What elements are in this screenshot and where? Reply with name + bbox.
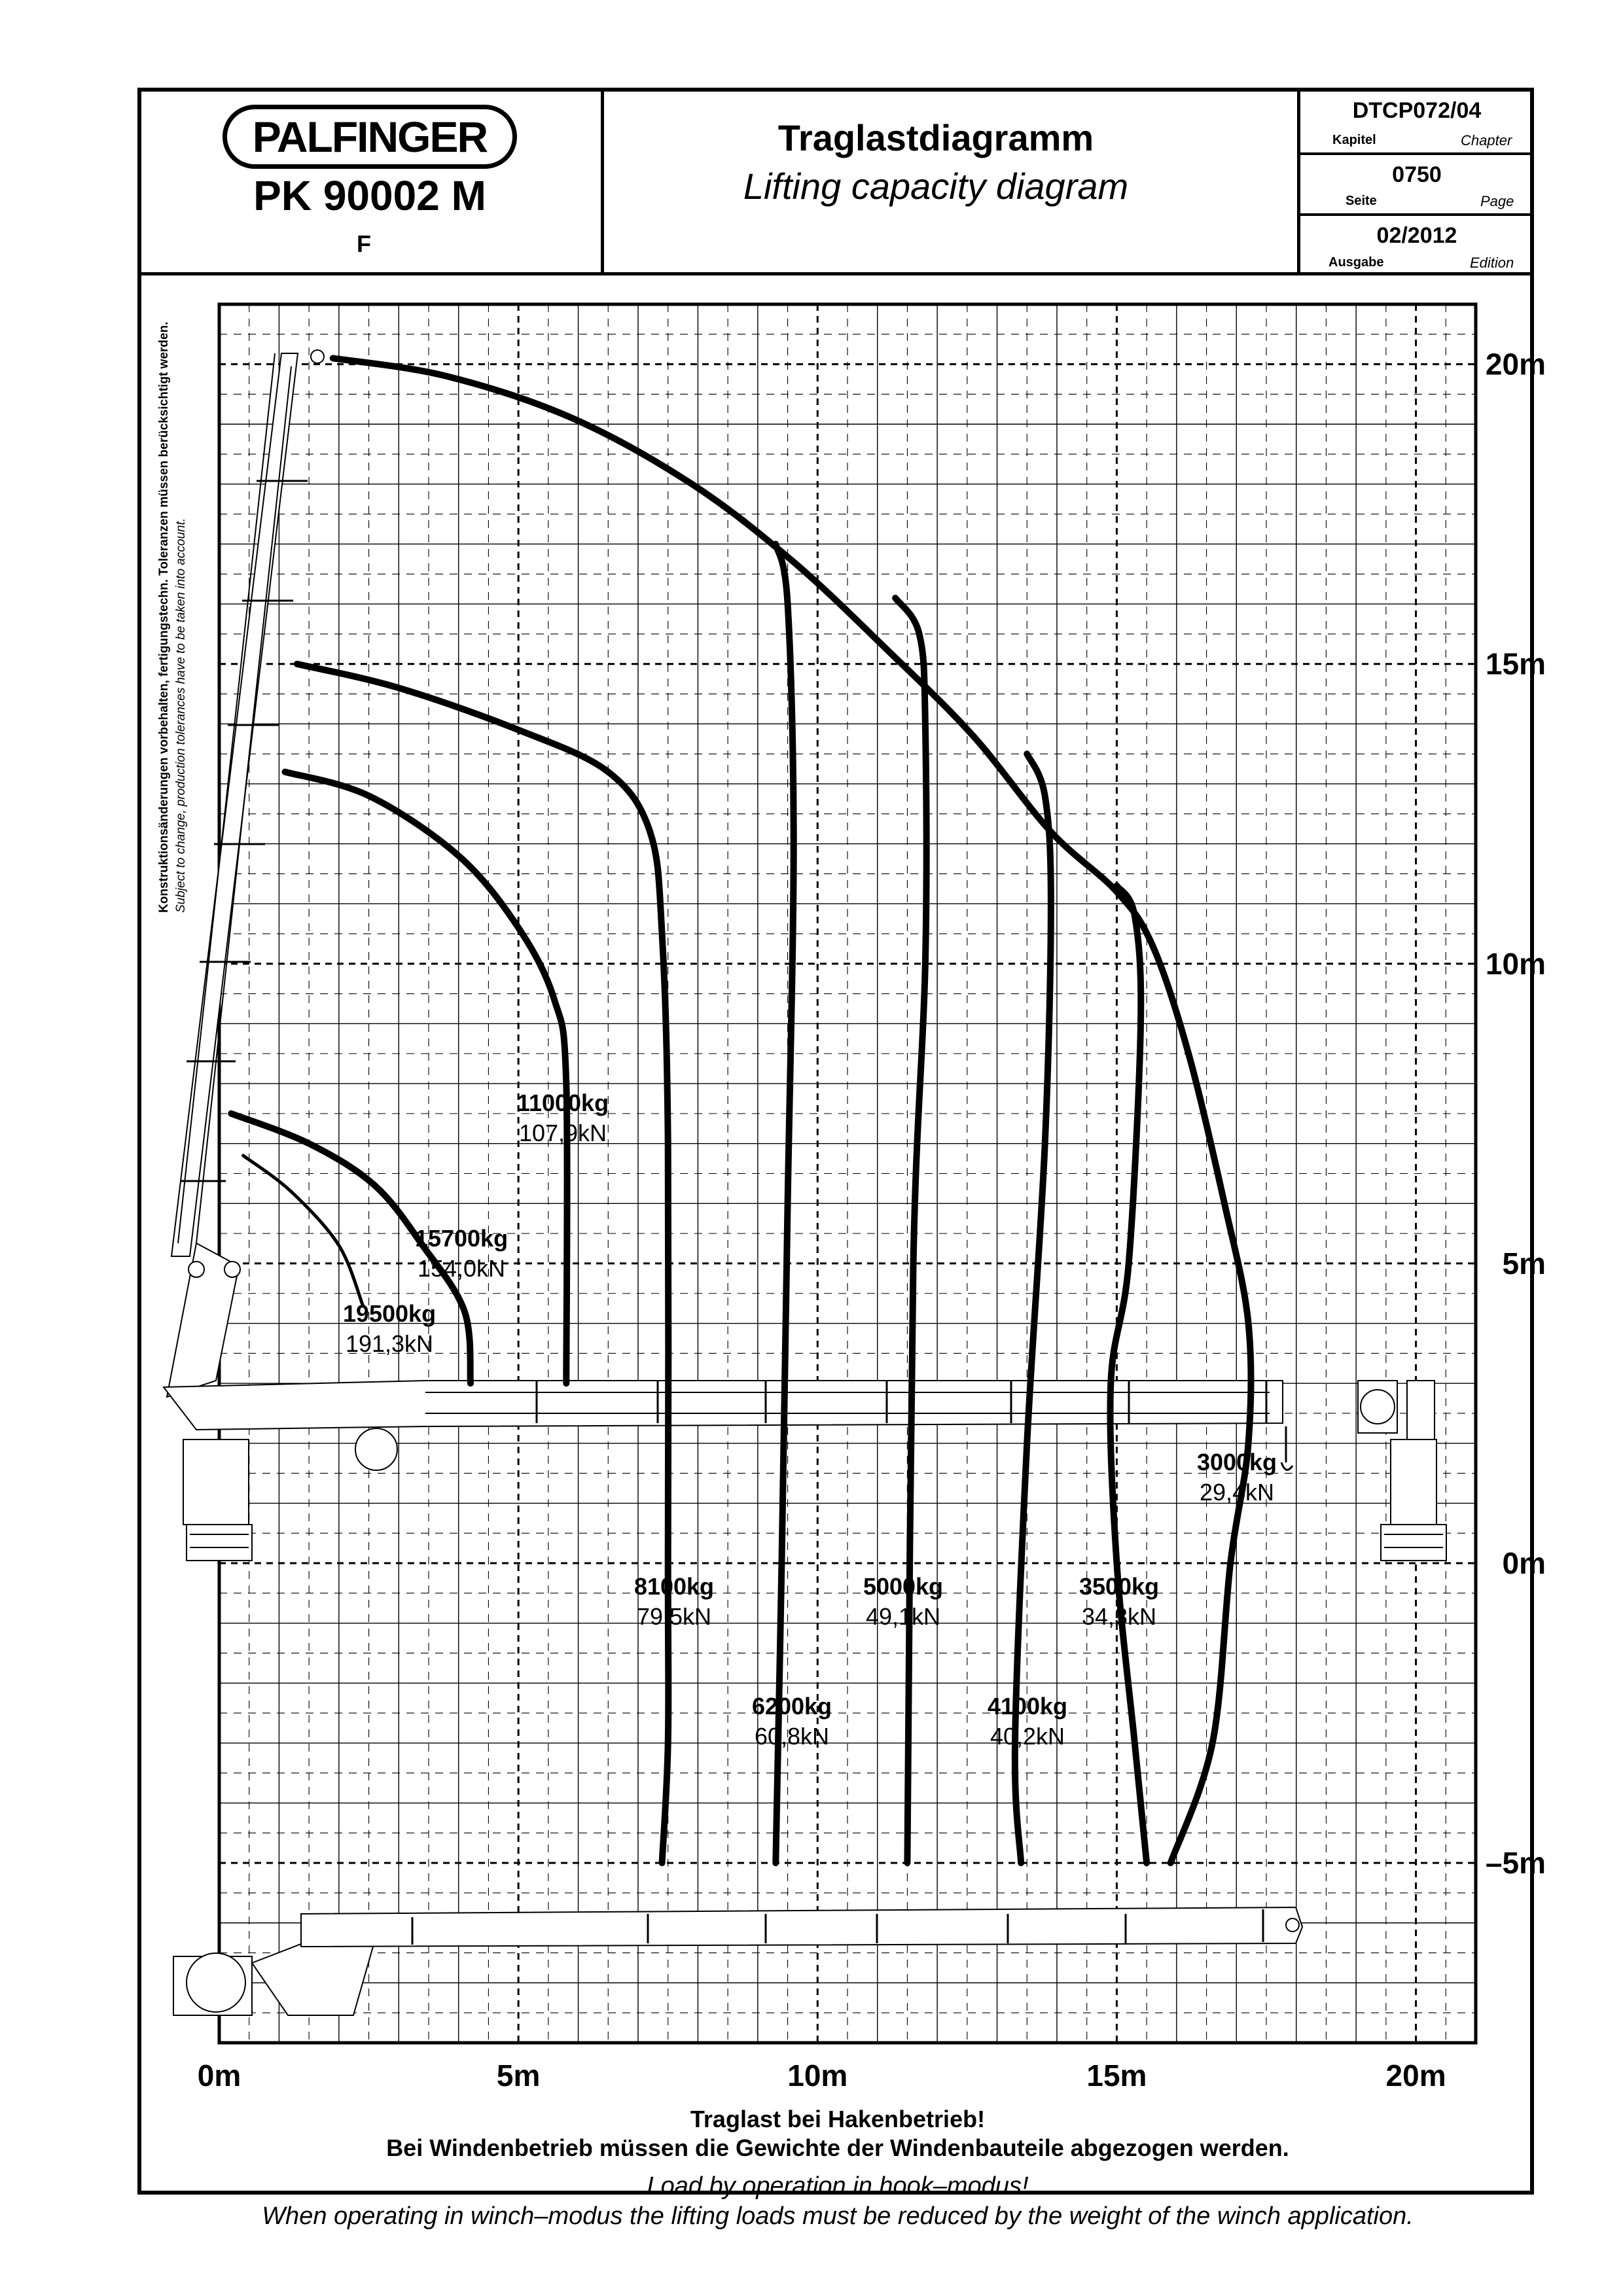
y-tick-label: 10m	[1486, 947, 1546, 981]
axis-ticks: 0m 5m 10m 15m 20m 20m 15m 10m 5m 0m –5m	[198, 347, 1546, 2093]
crane-illustration	[162, 349, 1447, 2016]
capacity-label-kg: 4100kg	[988, 1693, 1067, 1720]
capacity-labels: 19500kg 191,3kN 15700kg 154,0kN 11000kg 107,9…	[343, 1089, 1277, 1750]
brand-logo-text: PALFINGER	[252, 113, 488, 161]
y-tick-label: 20m	[1486, 347, 1546, 381]
capacity-label-kg: 11000kg	[517, 1089, 609, 1116]
capacity-curve	[1011, 751, 1054, 1867]
model-variant: F	[357, 230, 371, 257]
header-divider-right	[1297, 88, 1300, 274]
capacity-label-kn: 107,9kN	[519, 1120, 607, 1146]
capacity-label-kg: 19500kg	[343, 1300, 436, 1327]
capacity-label-kn: 60,8kN	[755, 1723, 829, 1750]
capacity-label-kg: 3000kg	[1197, 1449, 1277, 1475]
crane-base	[183, 1439, 249, 1525]
footer-note-english-1: Load by operation in hook–modus!	[647, 2172, 1029, 2200]
header-divider-left	[601, 88, 604, 274]
page-label-de: Seite	[1346, 194, 1377, 208]
capacity-curve	[892, 594, 930, 1867]
capacity-label-kg: 15700kg	[415, 1225, 508, 1252]
model-name: PK 90002 M	[253, 172, 486, 219]
title-german: Traglastdiagramm	[777, 117, 1094, 158]
footer-note-german-1: Traglast bei Hakenbetrieb!	[690, 2106, 986, 2132]
boom-horizontal	[162, 1380, 1283, 1431]
capacity-curve	[241, 1154, 365, 1307]
page-frame	[137, 88, 1534, 2195]
page-label-en: Page	[1480, 193, 1514, 209]
capacity-label-kg: 5000kg	[863, 1573, 943, 1600]
boom-hook	[1280, 1426, 1294, 1471]
x-tick-label: 0m	[198, 2058, 241, 2093]
chapter-label-en: Chapter	[1461, 132, 1512, 149]
capacity-label-kn: 79,5kN	[637, 1603, 711, 1630]
meta-divider-1	[1299, 152, 1532, 155]
capacity-label-kn: 49,1kN	[866, 1603, 940, 1630]
capacity-curve	[772, 540, 797, 1867]
x-tick-label: 15m	[1086, 2058, 1147, 2093]
boom-horizontal-joints	[535, 1381, 1268, 1423]
crane-column	[166, 1242, 240, 1398]
y-tick-label: –5m	[1486, 1846, 1546, 1880]
knuckle-joint-1	[188, 1261, 205, 1278]
title-english: Lifting capacity diagram	[743, 166, 1129, 207]
edition-value: 02/2012	[1376, 223, 1457, 248]
capacity-label-kn: 191,3kN	[346, 1330, 433, 1357]
capacity-curve	[293, 660, 672, 1867]
chapter-value: DTCP072/04	[1352, 98, 1482, 123]
boom-vertical-inner	[177, 353, 292, 1244]
plot-border	[217, 302, 1478, 2045]
y-tick-label: 5m	[1503, 1246, 1546, 1280]
crane-base-plate	[186, 1524, 253, 1561]
knuckle-joint-2	[224, 1261, 241, 1278]
y-tick-label: 15m	[1486, 647, 1546, 681]
meta-divider-2	[1299, 213, 1532, 216]
edition-label-en: Edition	[1470, 255, 1514, 271]
header-bottom-rule	[137, 272, 1534, 275]
footer-note-german-2: Bei Windenbetrieb müssen die Gewichte de…	[386, 2134, 1289, 2161]
crane-base-slew	[190, 1534, 249, 1548]
x-tick-label: 5m	[497, 2058, 540, 2093]
capacity-label-kg: 8100kg	[634, 1573, 714, 1600]
capacity-label-kn: 154,0kN	[418, 1255, 505, 1282]
crane-stowed-view	[173, 1906, 1304, 2016]
x-tick-label: 10m	[787, 2058, 847, 2093]
x-tick-label: 20m	[1386, 2058, 1446, 2093]
capacity-curve	[281, 768, 571, 1387]
crane-end-view	[1357, 1380, 1447, 1561]
capacity-label-kg: 3500kg	[1079, 1573, 1159, 1600]
footer-note-english-2: When operating in winch–modus the liftin…	[262, 2202, 1414, 2230]
capacity-label-kn: 34,3kN	[1082, 1603, 1156, 1630]
boom-vertical-joints	[180, 480, 308, 1182]
capacity-label-kg: 6200kg	[752, 1693, 832, 1720]
capacity-label-kn: 29,4kN	[1200, 1479, 1274, 1506]
capacity-label-kn: 40,2kN	[990, 1723, 1065, 1750]
boom-winch-drum	[355, 1428, 398, 1471]
chapter-label-de: Kapitel	[1332, 133, 1376, 147]
capacity-curve	[329, 355, 1255, 1867]
boom-tip-pulley	[310, 349, 325, 364]
capacity-curve	[1107, 882, 1150, 1867]
boom-vertical	[170, 353, 299, 1257]
grid	[217, 302, 1478, 2045]
capacity-curve	[228, 1110, 474, 1387]
boom-horizontal-cylinder	[425, 1392, 1270, 1414]
edition-label-de: Ausgabe	[1329, 255, 1384, 270]
y-tick-label: 0m	[1503, 1546, 1546, 1580]
capacity-curves	[228, 355, 1255, 1867]
brand-logo: PALFINGER	[223, 105, 517, 169]
page-value: 0750	[1392, 162, 1442, 187]
